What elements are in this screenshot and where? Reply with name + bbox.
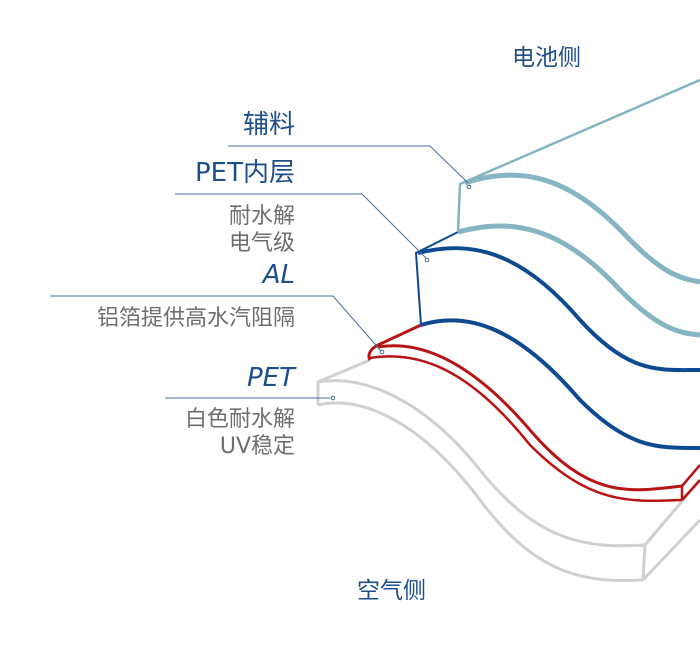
al-layer-title: AL: [262, 260, 295, 290]
pet-inner-desc-line: 电气级: [228, 231, 295, 256]
pet-inner-layer-title: PET内层: [195, 158, 295, 188]
al-desc-line: 铝箔提供高水汽阻隔: [96, 306, 295, 331]
pet-outer-layer-title: PET: [247, 363, 295, 393]
al-layer-desc: 铝箔提供高水汽阻隔: [97, 305, 295, 332]
pet-outer-desc-line: UV稳定: [219, 434, 295, 459]
leader-lines: [50, 145, 469, 399]
auxiliary-pointer-dot: [466, 184, 472, 190]
pet-outer-layer-shape: [316, 358, 700, 582]
pet-inner-layer-shape: [414, 231, 700, 451]
battery-side-label: 电池侧: [512, 45, 581, 71]
al-layer-shape: [367, 323, 700, 503]
auxiliary-layer-title: 辅料: [242, 110, 295, 140]
al-pointer-dot: [379, 349, 385, 355]
pet-outer-desc-line: 白色耐水解: [184, 407, 295, 432]
pet-outer-pointer-dot: [330, 395, 336, 401]
air-side-label: 空气侧: [357, 578, 426, 604]
pet-inner-layer-desc: 耐水解 电气级: [229, 203, 295, 257]
pet-inner-desc-line: 耐水解: [228, 204, 295, 229]
auxiliary-layer-shape: [456, 78, 700, 338]
pet-outer-layer-desc: 白色耐水解 UV稳定: [185, 406, 295, 460]
pet-inner-pointer-dot: [424, 257, 430, 263]
